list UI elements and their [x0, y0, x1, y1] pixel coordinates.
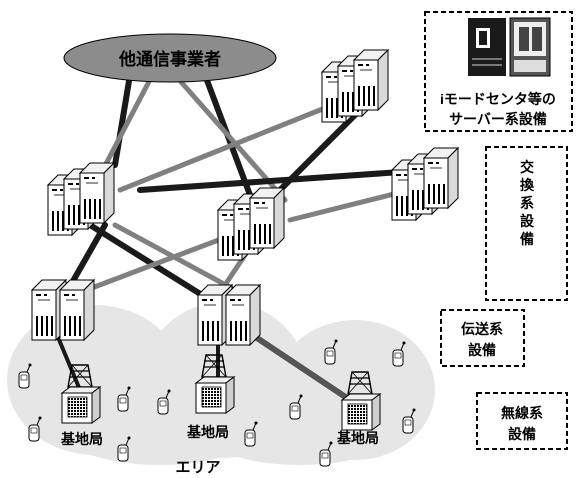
- switch-cluster-right: [392, 148, 458, 220]
- transmission-pair-left: [32, 280, 94, 340]
- legend-transmission-line-1: 伝送系: [461, 321, 503, 337]
- legend-wireless-line-1: 無線系: [501, 405, 543, 421]
- legend-switching-char-5: 備: [520, 231, 534, 247]
- legend-switching-facility: 交 換 系 設 備: [485, 146, 568, 301]
- legend-wireless-facility: 無線系 設備: [476, 392, 568, 450]
- legend-server-line-1: iモードセンタ等の: [440, 91, 556, 107]
- legend-transmission-line-2: 設備: [468, 342, 496, 358]
- base-station-label-1: 基地局: [61, 431, 103, 447]
- legend-wireless-line-2: 設備: [508, 426, 536, 442]
- other-carrier-node: 他通信事業者: [63, 33, 277, 83]
- transmission-pair-center: [198, 285, 260, 345]
- base-station-label-2: 基地局: [187, 424, 229, 440]
- server-rack-icon: [468, 17, 551, 77]
- legend-switching-char-4: 設: [520, 213, 535, 229]
- legend-switching-char-1: 交: [520, 159, 534, 175]
- legend-transmission-facility: 伝送系 設備: [440, 309, 525, 367]
- other-carrier-label: 他通信事業者: [118, 49, 221, 69]
- switch-cluster-top-right: [322, 50, 388, 122]
- area-label: エリア: [175, 459, 220, 476]
- base-station-label-3: 基地局: [337, 430, 379, 446]
- legend-switching-char-3: 系: [520, 195, 534, 211]
- legend-server-line-2: サーバー系設備: [449, 111, 547, 127]
- legend-server-facility: iモードセンタ等の サーバー系設備: [424, 11, 573, 132]
- switch-cluster-center: [218, 188, 284, 260]
- legend-switching-char-2: 換: [520, 177, 535, 193]
